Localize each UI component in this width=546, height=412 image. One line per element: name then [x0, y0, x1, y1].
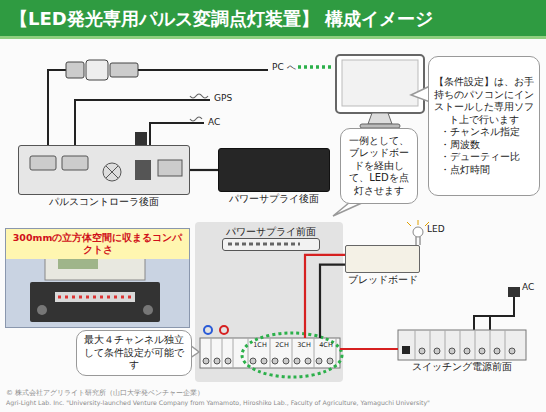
ring-terminal: [220, 326, 228, 334]
breadboard: ブレッドボード: [345, 245, 420, 273]
cable-label: PC へ: [272, 61, 296, 74]
led-leads: [416, 237, 420, 245]
node-text: ・点灯時間: [434, 164, 534, 177]
node-text: 最大４チャンネル独立して条件設定が可能です: [82, 334, 186, 372]
controller-rear: パルスコントローラ後面: [18, 145, 190, 195]
node-text: 一例として、ブレッドボードを経由して、LEDを点灯させます: [346, 135, 412, 198]
terminal-strip: [200, 338, 340, 368]
ac-plug: [135, 132, 147, 145]
switching-terminals: [398, 330, 526, 360]
ac-plug: [508, 287, 520, 297]
callout-bubble: 【条件設定】は、お手持ちのパソコンにインストールした専用ソフト上で行います・チャ…: [428, 56, 540, 196]
callout-bubble: 一例として、ブレッドボードを経由して、LEDを点灯させます: [340, 128, 418, 204]
wire-connector: [305, 255, 345, 338]
callout-bubble: 最大４チャンネル独立して条件設定が可能です: [76, 330, 192, 376]
node-text: パワーサプライ後面: [229, 193, 319, 205]
power-label: AC: [208, 117, 220, 127]
led-symbol: [413, 227, 423, 237]
pc-stand: [368, 113, 392, 124]
led-rays: [407, 220, 429, 226]
switching-supply: スイッチング電源前面: [398, 330, 526, 360]
node-text: 4CH: [315, 341, 337, 349]
ac-cable: [150, 123, 204, 145]
title-bar: [0, 0, 546, 36]
front-knobs: [228, 243, 300, 246]
diagram-title: 【LED発光専用パルス変調点灯装置】 構成イメージ: [10, 7, 433, 31]
title-underline: [0, 36, 546, 39]
ring-terminal: [204, 326, 212, 334]
node-text: 2CH: [271, 341, 293, 349]
serial-port: [62, 156, 88, 170]
serial-port: [30, 156, 56, 170]
footer-note: Agri-Light Lab. Inc. "University-launche…: [6, 399, 430, 406]
channel-highlight: [242, 333, 342, 377]
cable-coil: [190, 94, 208, 98]
photo-display: [58, 259, 98, 269]
signal-label: GPS: [214, 93, 232, 103]
node-text: 【条件設定】は、お手持ちのパソコンにインストールした専用ソフト上で行います: [434, 76, 534, 126]
usb-cable: [138, 69, 268, 71]
dotted-link: [298, 65, 334, 69]
terminal-screws: [419, 348, 515, 354]
terminal-dividers: [415, 330, 505, 360]
photo-wires: [58, 296, 132, 299]
serial-cable: [48, 70, 66, 145]
photo-background: [5, 228, 190, 328]
node-text: ・チャンネル指定: [434, 126, 534, 139]
terminal-strip: 1CH2CH3CH4CH: [200, 338, 340, 368]
power-label: AC: [522, 282, 534, 292]
wire-connector: [320, 265, 345, 338]
controller-body: [18, 145, 190, 195]
photo-knob: [143, 305, 153, 315]
indicator: [402, 346, 410, 354]
pc-screen: [342, 60, 418, 106]
node-text: パワーサプライ前面: [226, 226, 316, 238]
photo-supply: [30, 282, 160, 322]
usb-plug: [110, 63, 138, 77]
supply-front: パワーサプライ前面: [222, 238, 320, 251]
fan-grill: [106, 166, 118, 178]
cable-coil: [190, 117, 202, 121]
part-label: LED: [427, 224, 445, 234]
gps-cable: [75, 100, 210, 145]
terminal-screws: [203, 358, 333, 364]
node-text: ・デューティー比: [434, 151, 534, 164]
node-text: 300mmの立方体空間に収まるコンパクトさ: [6, 229, 189, 259]
bubble-tail: [333, 202, 364, 216]
node-text: スイッチング電源前面: [412, 361, 512, 373]
bnc-port: [158, 160, 182, 176]
wire-connector: [190, 169, 218, 171]
node-text: 1CH: [249, 341, 271, 349]
usb-adapter: [86, 60, 108, 80]
pc-monitor: [336, 55, 424, 113]
power-inlet: [135, 160, 151, 180]
node-text: 3CH: [293, 341, 315, 349]
node-text: パルスコントローラ後面: [49, 196, 159, 208]
wire-connector: [340, 348, 398, 350]
ac-cable: [474, 297, 514, 330]
photo-knob: [37, 305, 47, 315]
footer-note: © 株式会社アグリライト研究所（山口大学発ベンチャー企業）: [6, 388, 204, 398]
photo-terminal: [55, 292, 135, 302]
node-text: ・周波数: [434, 139, 534, 152]
front-body: [222, 238, 320, 251]
fan: [103, 163, 121, 181]
photo-panel: 300mmの立方体空間に収まるコンパクトさ: [5, 228, 190, 328]
node-text: ブレッドボード: [348, 274, 418, 286]
serial-plug: [66, 62, 84, 78]
supply-rear: パワーサプライ後面: [218, 148, 330, 192]
